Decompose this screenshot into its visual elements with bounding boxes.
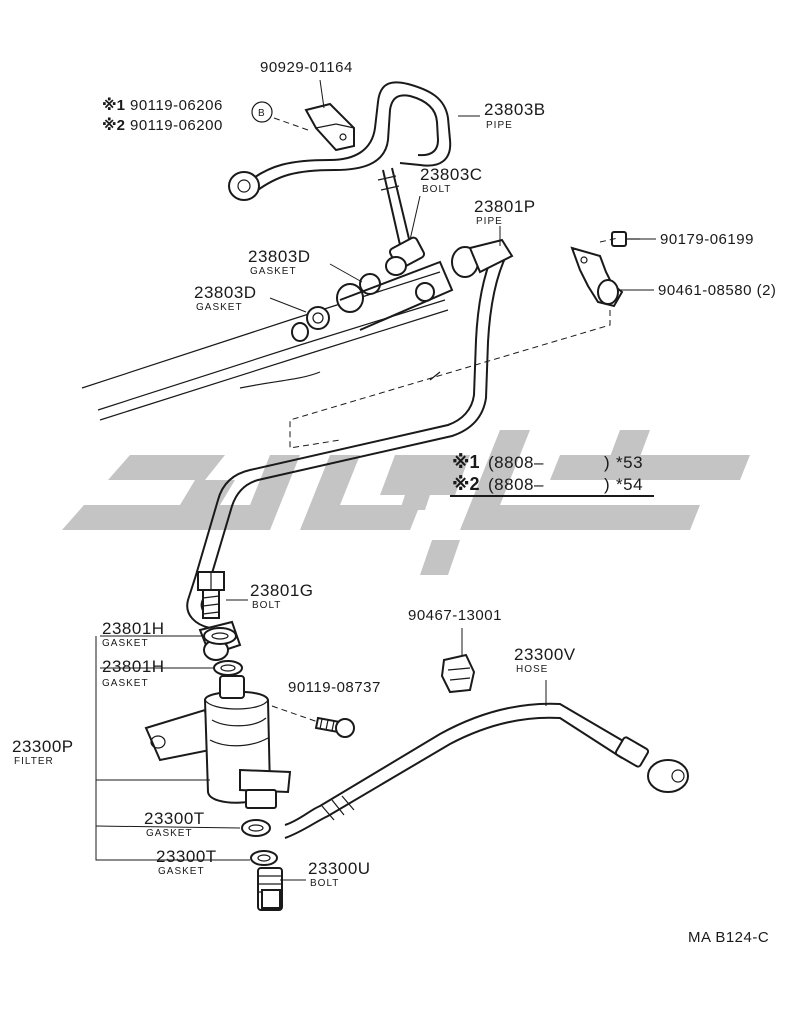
- label-23803c: 23803C: [420, 165, 483, 184]
- label-90179-06199: 90179-06199: [660, 231, 754, 248]
- label-23300t-2: 23300T: [156, 847, 217, 866]
- watermark-logo: [62, 430, 750, 575]
- delivery-pipe-23803b: [228, 81, 452, 246]
- diagram-reference: MA B124-C: [688, 929, 769, 946]
- label-23300t-1: 23300T: [144, 809, 205, 828]
- note-row2-mark: ※2: [452, 474, 480, 494]
- note-row1-close: ): [604, 453, 610, 472]
- label-90119-06200: 90119-06200: [130, 117, 223, 134]
- label-23801h-1-sub: GASKET: [102, 638, 149, 649]
- note-row2-close: ): [604, 475, 610, 494]
- label-23803d-1-sub: GASKET: [250, 266, 297, 277]
- label-23300p: 23300P: [12, 737, 74, 756]
- label-23801h-1: 23801H: [102, 619, 165, 638]
- label-23801h-2-sub: GASKET: [102, 678, 149, 689]
- rail-fitting-23803c: [291, 236, 454, 342]
- callout-b: B: [258, 108, 266, 119]
- callout-b-circle: [251, 101, 273, 123]
- label-90119-06206: 90119-06206: [130, 97, 223, 114]
- label-mark-2: ※2: [102, 116, 125, 134]
- gasket-23300t-lower: [250, 850, 278, 866]
- label-23300v: 23300V: [514, 645, 576, 664]
- label-23300v-sub: HOSE: [516, 664, 548, 675]
- label-90461-08580: 90461-08580 (2): [658, 282, 776, 299]
- label-23801g-sub: BOLT: [252, 600, 281, 611]
- label-23300p-sub: FILTER: [14, 756, 54, 767]
- clamp-90929-01164: [304, 102, 355, 152]
- gasket-23801h-lower: [213, 660, 243, 676]
- label-23801p: 23801P: [474, 197, 536, 216]
- fuel-filter-23300p: [144, 675, 292, 809]
- label-23803d-2-sub: GASKET: [196, 302, 243, 313]
- gasket-23300t-upper: [241, 819, 271, 837]
- serial-notes: ※1 (8808– ) *53 ※2 (8808– ) *54: [450, 452, 654, 497]
- label-23803c-sub: BOLT: [422, 184, 451, 195]
- label-23803b-sub: PIPE: [486, 120, 513, 131]
- engine-head-outline: [81, 271, 449, 421]
- label-23803d-2: 23803D: [194, 283, 257, 302]
- label-23803d-1: 23803D: [248, 247, 311, 266]
- bolt-23801g: [197, 571, 225, 619]
- label-23300u-sub: BOLT: [310, 878, 339, 889]
- label-23801p-sub: PIPE: [476, 216, 503, 227]
- note-row2-suffix: *54: [616, 475, 643, 494]
- note-row1-open: (8808–: [488, 453, 544, 472]
- label-23300t-1-sub: GASKET: [146, 828, 193, 839]
- clip-90467-13001: [440, 653, 476, 694]
- leader-lines: [95, 79, 656, 881]
- part-labels: 90929-01164 ※1 90119-06206 ※2 90119-0620…: [12, 59, 776, 889]
- bolt-90119-08737: [314, 716, 355, 738]
- label-23803b: 23803B: [484, 100, 546, 119]
- label-90119-08737: 90119-08737: [288, 679, 381, 696]
- note-row2-open: (8808–: [488, 475, 544, 494]
- bolt-23300u: [257, 867, 283, 911]
- label-23300t-2-sub: GASKET: [158, 866, 205, 877]
- bracket-90461-08580: [570, 246, 624, 308]
- fuel-hose-23300v: [284, 702, 689, 839]
- label-mark-1: ※1: [102, 96, 125, 114]
- label-90467-13001: 90467-13001: [408, 607, 502, 624]
- label-23801h-2: 23801H: [102, 657, 165, 676]
- label-23801g: 23801G: [250, 581, 314, 600]
- note-row1-suffix: *53: [616, 453, 643, 472]
- note-row1-mark: ※1: [452, 452, 480, 472]
- gasket-23801h-upper: [203, 627, 237, 645]
- label-90929-01164: 90929-01164: [260, 59, 353, 76]
- label-23300u: 23300U: [308, 859, 371, 878]
